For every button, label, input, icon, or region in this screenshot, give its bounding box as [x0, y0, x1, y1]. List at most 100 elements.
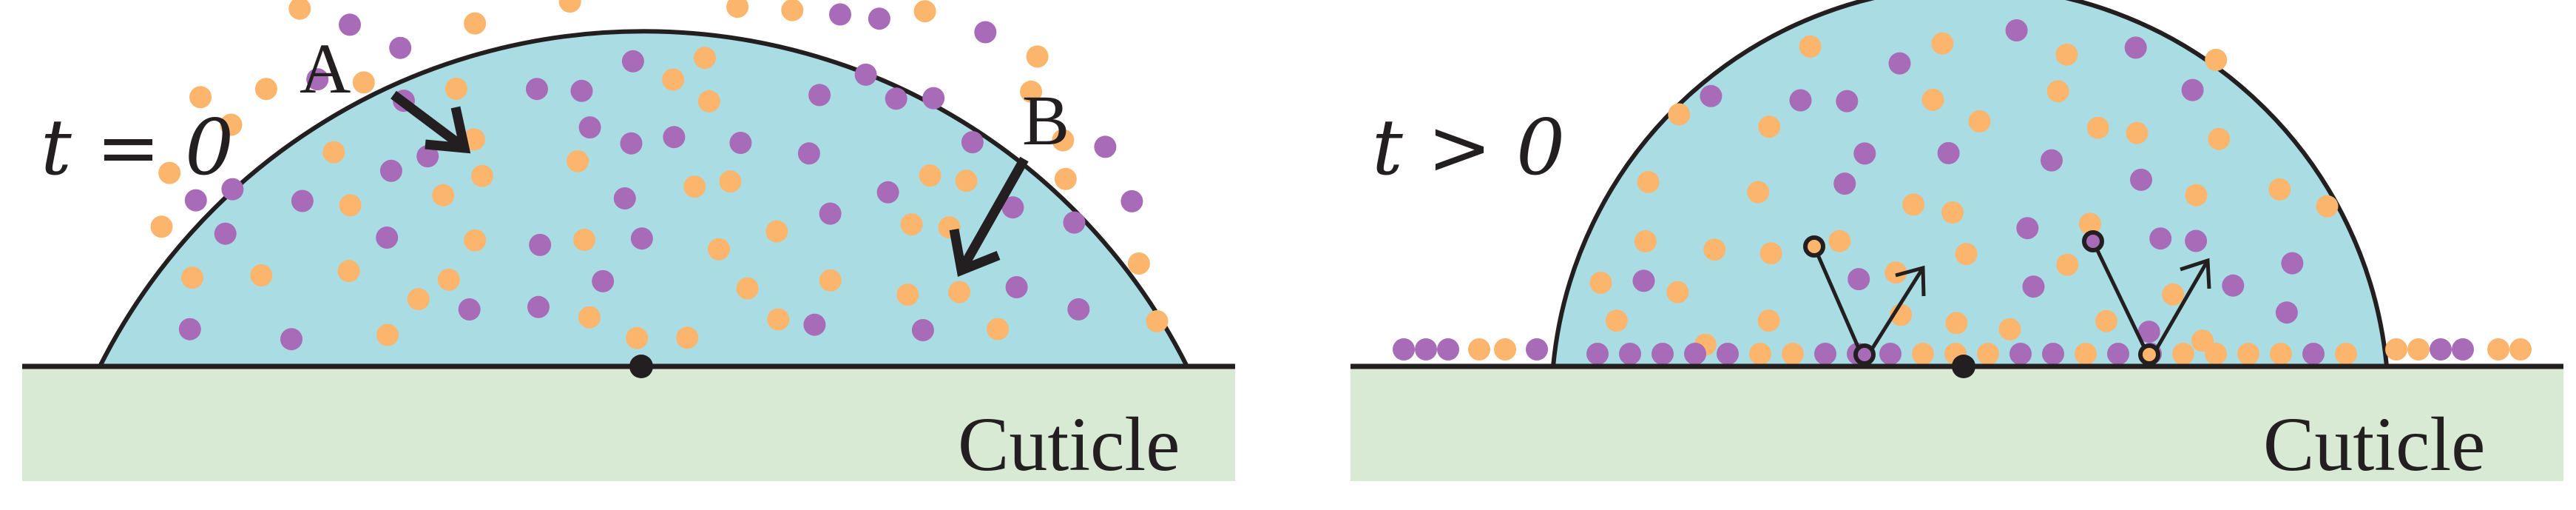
particle	[2130, 168, 2152, 191]
particle	[1848, 268, 1870, 291]
particle	[221, 178, 244, 201]
particle	[676, 326, 699, 349]
particle	[220, 113, 243, 136]
particle	[2430, 338, 2452, 360]
particle	[1063, 211, 1086, 234]
arrow-label-a: A	[300, 29, 351, 108]
particle	[337, 260, 360, 283]
particle	[1526, 338, 1548, 360]
particle	[1941, 201, 1964, 224]
particle	[854, 63, 877, 86]
particle	[2041, 149, 2063, 172]
particle	[1001, 196, 1024, 219]
particle	[2056, 253, 2079, 276]
particle	[280, 328, 302, 351]
outlined-particles	[1803, 230, 2160, 366]
particle	[1020, 80, 1043, 103]
particle	[2275, 301, 2298, 324]
particle	[1717, 343, 1739, 365]
particle	[2078, 212, 2101, 235]
particle	[352, 71, 375, 94]
particle	[578, 116, 601, 139]
particle	[527, 295, 550, 318]
particle	[1437, 338, 1459, 360]
particle	[291, 189, 314, 212]
particle	[694, 47, 716, 70]
particle	[1684, 343, 1706, 365]
cuticle-layer	[1350, 366, 2563, 481]
particle	[389, 36, 412, 59]
particle	[913, 0, 936, 23]
particle	[2407, 338, 2430, 360]
particle	[767, 308, 790, 331]
particle	[458, 298, 481, 321]
particle	[416, 145, 439, 168]
particle	[437, 268, 460, 291]
particle	[613, 187, 636, 209]
particle	[2086, 116, 2109, 139]
particle	[736, 277, 759, 300]
particle	[2302, 343, 2325, 365]
particle	[797, 142, 820, 165]
particle	[1789, 89, 1812, 112]
particle	[2316, 195, 2339, 218]
particle	[2009, 343, 2032, 365]
particle	[1586, 343, 1609, 365]
particle	[1921, 88, 1944, 111]
particle	[464, 229, 487, 252]
arrow-b	[949, 156, 1029, 277]
particle	[961, 131, 984, 154]
particle	[974, 21, 997, 44]
particle	[2181, 78, 2204, 101]
particle	[2005, 19, 2028, 41]
particle	[1054, 167, 1077, 190]
particle	[1759, 242, 1782, 265]
cuticle-label: Cuticle	[2263, 402, 2485, 487]
particle	[2022, 275, 2045, 298]
particle	[1879, 343, 1901, 365]
particle	[1632, 269, 1655, 292]
particle	[2095, 309, 2117, 332]
particle	[808, 84, 831, 107]
particle	[2046, 80, 2069, 103]
particle	[288, 0, 311, 20]
particle	[1977, 343, 1999, 365]
particle	[189, 86, 212, 109]
particle	[1415, 338, 1437, 360]
particle	[2016, 217, 2039, 240]
panel-initial: t = 0 Cuticle A B	[22, 0, 1235, 487]
particle	[896, 283, 919, 306]
particle	[339, 13, 361, 36]
particle	[444, 77, 467, 100]
particle	[1814, 343, 1836, 365]
particle	[1494, 338, 1516, 360]
particle	[708, 238, 730, 261]
particle	[158, 161, 181, 184]
time-label: t > 0	[1372, 102, 1565, 192]
particle	[306, 68, 329, 91]
particle	[829, 3, 851, 26]
particle	[1828, 229, 1851, 252]
particle	[178, 318, 201, 340]
particle	[2335, 343, 2357, 365]
particle	[948, 281, 971, 303]
particle	[1005, 276, 1028, 298]
particle	[819, 269, 842, 292]
particle	[1945, 312, 1968, 335]
particle	[2137, 321, 2160, 343]
particle	[1799, 35, 1822, 58]
particle	[573, 229, 596, 251]
particle	[2162, 283, 2185, 306]
particle	[765, 220, 788, 243]
particle	[2222, 274, 2245, 297]
arrow-label-b: B	[1022, 81, 1069, 160]
particle	[578, 306, 601, 329]
particle	[1757, 309, 1780, 332]
particle	[1666, 281, 1689, 303]
particle	[592, 269, 615, 292]
particle	[819, 202, 842, 225]
particle	[1637, 171, 1660, 193]
droplet	[1550, 0, 2390, 369]
particle	[184, 189, 207, 212]
